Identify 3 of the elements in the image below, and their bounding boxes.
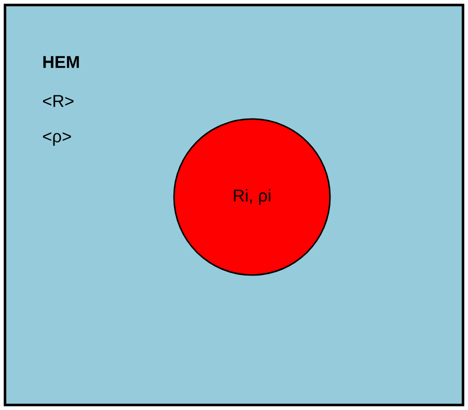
box-label: <ρ> [43,132,71,146]
box-label: <R> [43,95,74,107]
box-heading: HEM [43,56,79,68]
